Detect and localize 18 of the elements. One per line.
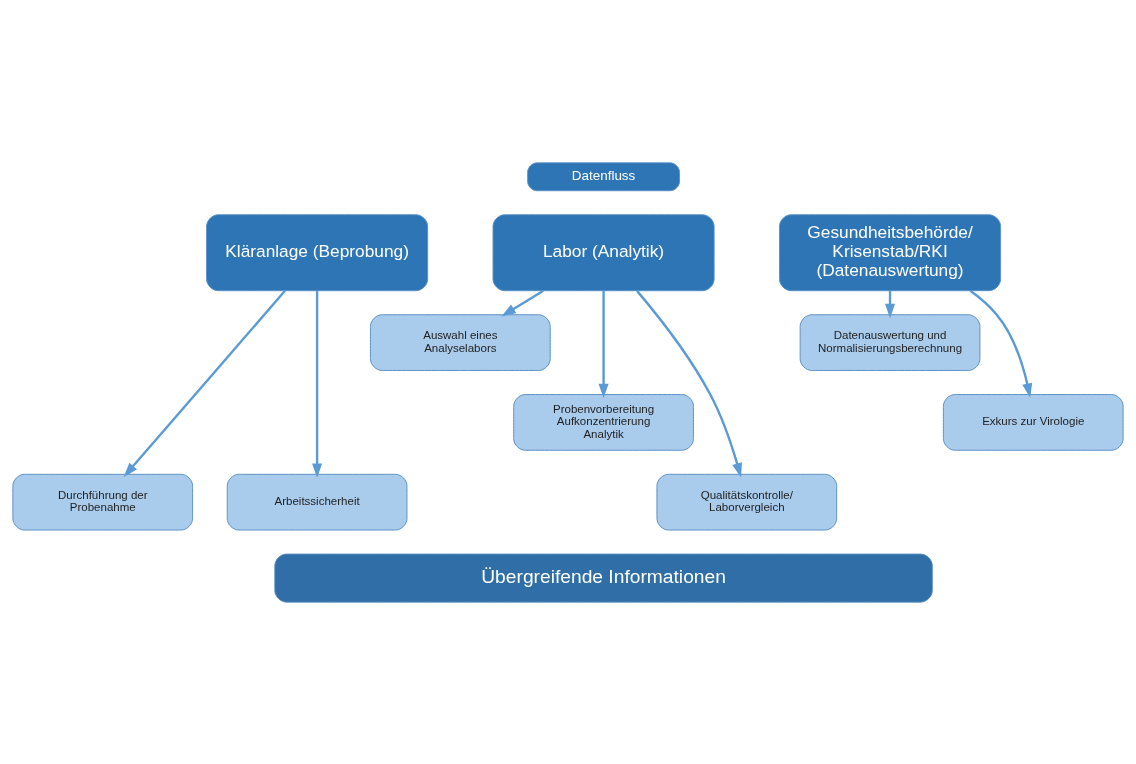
node-box: Gesundheitsbehörde/ Krisenstab/RKI (Datenauswertung) [779,213,1002,291]
arrow [636,289,742,477]
node-box: Labor (Analytik) [492,213,715,291]
node-box: Kläranlage (Beprobung) [206,213,429,291]
node-box: Qualitätskontrolle/ Laborvergleich [656,473,838,531]
node-box: Auswahl eines Analyselabors [369,313,551,371]
arrow [598,290,609,398]
node-box: Probenvorbereitung Aufkonzentrierung Analytik [513,393,694,451]
node-box: Datenauswertung und Normalisierungsberechnung [799,313,981,371]
arrow [123,289,286,477]
node-box: Datenfluss [527,161,680,191]
arrow [501,289,544,316]
arrow [969,289,1033,398]
arrow [312,290,323,478]
node-box: Arbeitssicherheit [226,473,408,531]
node-box: Exkurs zur Virologie [942,393,1124,451]
node-box: Durchführung der Probenahme [12,473,194,531]
node-box: Übergreifende Informationen [274,553,933,603]
